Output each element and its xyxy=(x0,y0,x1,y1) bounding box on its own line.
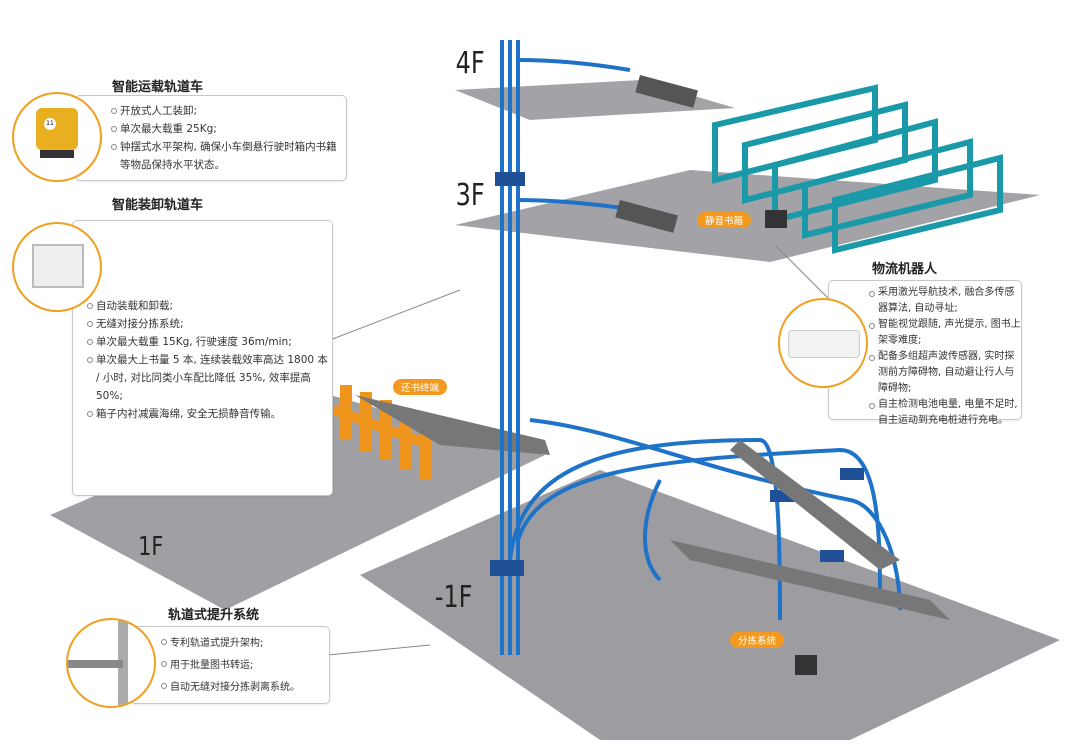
cart-item: 开放式人工装卸; xyxy=(111,102,346,120)
cart-title: 智能运载轨道车 xyxy=(112,80,204,95)
conveyors xyxy=(615,75,950,620)
cart-item: 钟摆式水平架构, 确保小车倒悬行驶时箱内书籍等物品保持水平状态。 xyxy=(111,138,346,174)
lift-tracks xyxy=(500,40,902,655)
cart-info-box: 开放式人工装卸;单次最大载重 25Kg;钟摆式水平架构, 确保小车倒悬行驶时箱内… xyxy=(75,95,347,181)
tag-silent-box: 静音书箱 xyxy=(697,212,752,228)
silent-book-box-robot xyxy=(765,210,787,228)
robot-title: 物流机器人 xyxy=(872,262,938,277)
lift-image xyxy=(66,618,156,708)
lift-item: 自动无缝对接分拣剥离系统。 xyxy=(161,677,329,699)
lift-item: 用于批量图书转运; xyxy=(161,655,329,677)
robot-image xyxy=(778,298,868,388)
bookshelves xyxy=(712,84,1003,254)
leader-lines xyxy=(327,244,831,656)
robot-info-box: 采用激光导航技术, 融合多传感器算法, 自动寻址;智能视觉跟随, 声光提示, 图… xyxy=(828,280,1022,426)
loader-info-box: 自动装载和卸载;无缝对接分拣系统;单次最大载重 15Kg, 行驶速度 36m/m… xyxy=(72,220,333,496)
lift-title: 轨道式提升系统 xyxy=(168,608,260,623)
loader-item: 单次最大上书量 5 本, 连续装载效率高达 1800 本 / 小时, 对比同类小… xyxy=(87,351,332,405)
floor-label-b1f: -1F xyxy=(434,580,473,615)
loader-item: 箱子内衬减震海绵, 安全无损静音传输。 xyxy=(87,405,332,423)
logistics-robot xyxy=(795,655,817,675)
track-junctions xyxy=(490,172,864,576)
cart-badge: 11 xyxy=(44,118,56,130)
loader-item: 无缝对接分拣系统; xyxy=(87,315,332,333)
tag-sorting: 分拣系统 xyxy=(730,632,785,648)
cart-image: 11 xyxy=(12,92,102,182)
robot-item: 配备多组超声波传感器, 实时探测前方障碍物, 自动避让行人与障碍物; xyxy=(869,349,1021,397)
floor-label-4f: 4F xyxy=(455,46,485,81)
cart-item: 单次最大载重 25Kg; xyxy=(111,120,346,138)
lift-item: 专利轨道式提升架构; xyxy=(161,633,329,655)
tag-return-terminal: 还书终端 xyxy=(393,379,448,395)
floor-label-1f: 1F xyxy=(138,532,164,562)
robot-item: 采用激光导航技术, 融合多传感器算法, 自动寻址; xyxy=(869,285,1021,317)
robot-item: 智能视觉跟随, 声光提示, 图书上架零难度; xyxy=(869,317,1021,349)
robot-item: 自主检测电池电量, 电量不足时, 自主运动到充电桩进行充电。 xyxy=(869,397,1021,429)
loader-item: 单次最大载重 15Kg, 行驶速度 36m/min; xyxy=(87,333,332,351)
loader-title: 智能装卸轨道车 xyxy=(112,198,204,213)
loader-image xyxy=(12,222,102,312)
floor-b1f xyxy=(360,470,1060,740)
floor-label-3f: 3F xyxy=(455,178,485,213)
loader-item: 自动装载和卸载; xyxy=(87,297,332,315)
lift-info-box: 专利轨道式提升架构;用于批量图书转运;自动无缝对接分拣剥离系统。 xyxy=(130,626,330,704)
